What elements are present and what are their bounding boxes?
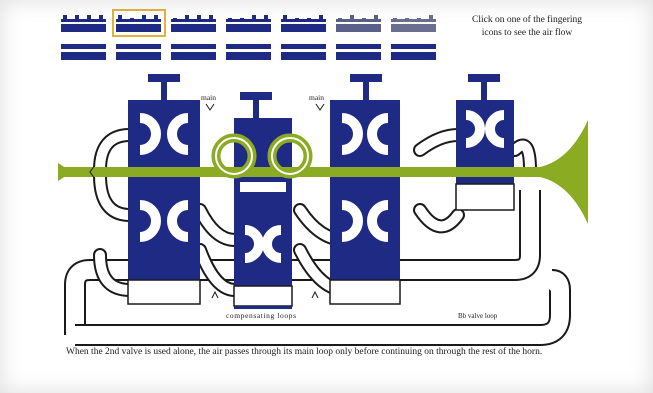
fingering-icon-2nd-valve[interactable] bbox=[112, 9, 166, 37]
fingering-icon-1-2-3[interactable] bbox=[390, 12, 438, 34]
label-main-left: main bbox=[201, 93, 216, 102]
direction-arrows bbox=[89, 103, 325, 299]
bell-icon bbox=[540, 120, 588, 224]
label-main-right: main bbox=[309, 93, 324, 102]
valve-1 bbox=[127, 74, 201, 305]
fingering-icon-row2-6[interactable] bbox=[335, 40, 383, 62]
arrow-icon bbox=[311, 290, 319, 299]
fingering-icon-row2-1[interactable] bbox=[60, 40, 108, 62]
fingering-icon-row2-4[interactable] bbox=[225, 40, 273, 62]
label-compensating-loops: compensating loops bbox=[226, 311, 297, 320]
valve-2 bbox=[233, 92, 293, 309]
label-bb-valve-loop: Bb valve loop bbox=[458, 312, 498, 320]
fingering-icon-row2-5[interactable] bbox=[280, 40, 328, 62]
fingering-icon-1-2[interactable] bbox=[225, 12, 273, 34]
fingering-icon-1st-valve[interactable] bbox=[170, 12, 218, 34]
fingering-icon-row2-3[interactable] bbox=[170, 40, 218, 62]
fingering-icon-row2-2[interactable] bbox=[115, 40, 163, 62]
fingering-icon-2-3[interactable] bbox=[280, 12, 328, 34]
arrow-icon bbox=[211, 290, 219, 299]
tubing-outer-loop bbox=[64, 190, 571, 346]
arrow-icon bbox=[205, 103, 215, 111]
caption-text: When the 2nd valve is used alone, the ai… bbox=[66, 347, 543, 357]
fingering-icon-row2-7[interactable] bbox=[390, 40, 438, 62]
arrow-icon bbox=[89, 164, 96, 180]
valve-3 bbox=[329, 74, 401, 305]
fingering-icon-open[interactable] bbox=[60, 12, 108, 34]
arrow-icon bbox=[315, 103, 325, 111]
instructions-text: Click on one of the fingering icons to s… bbox=[471, 15, 582, 38]
fingering-icon-grid bbox=[60, 9, 438, 64]
valve-4 bbox=[455, 74, 515, 211]
fingering-icon-1-3[interactable] bbox=[335, 12, 383, 34]
airflow-path bbox=[58, 120, 588, 224]
